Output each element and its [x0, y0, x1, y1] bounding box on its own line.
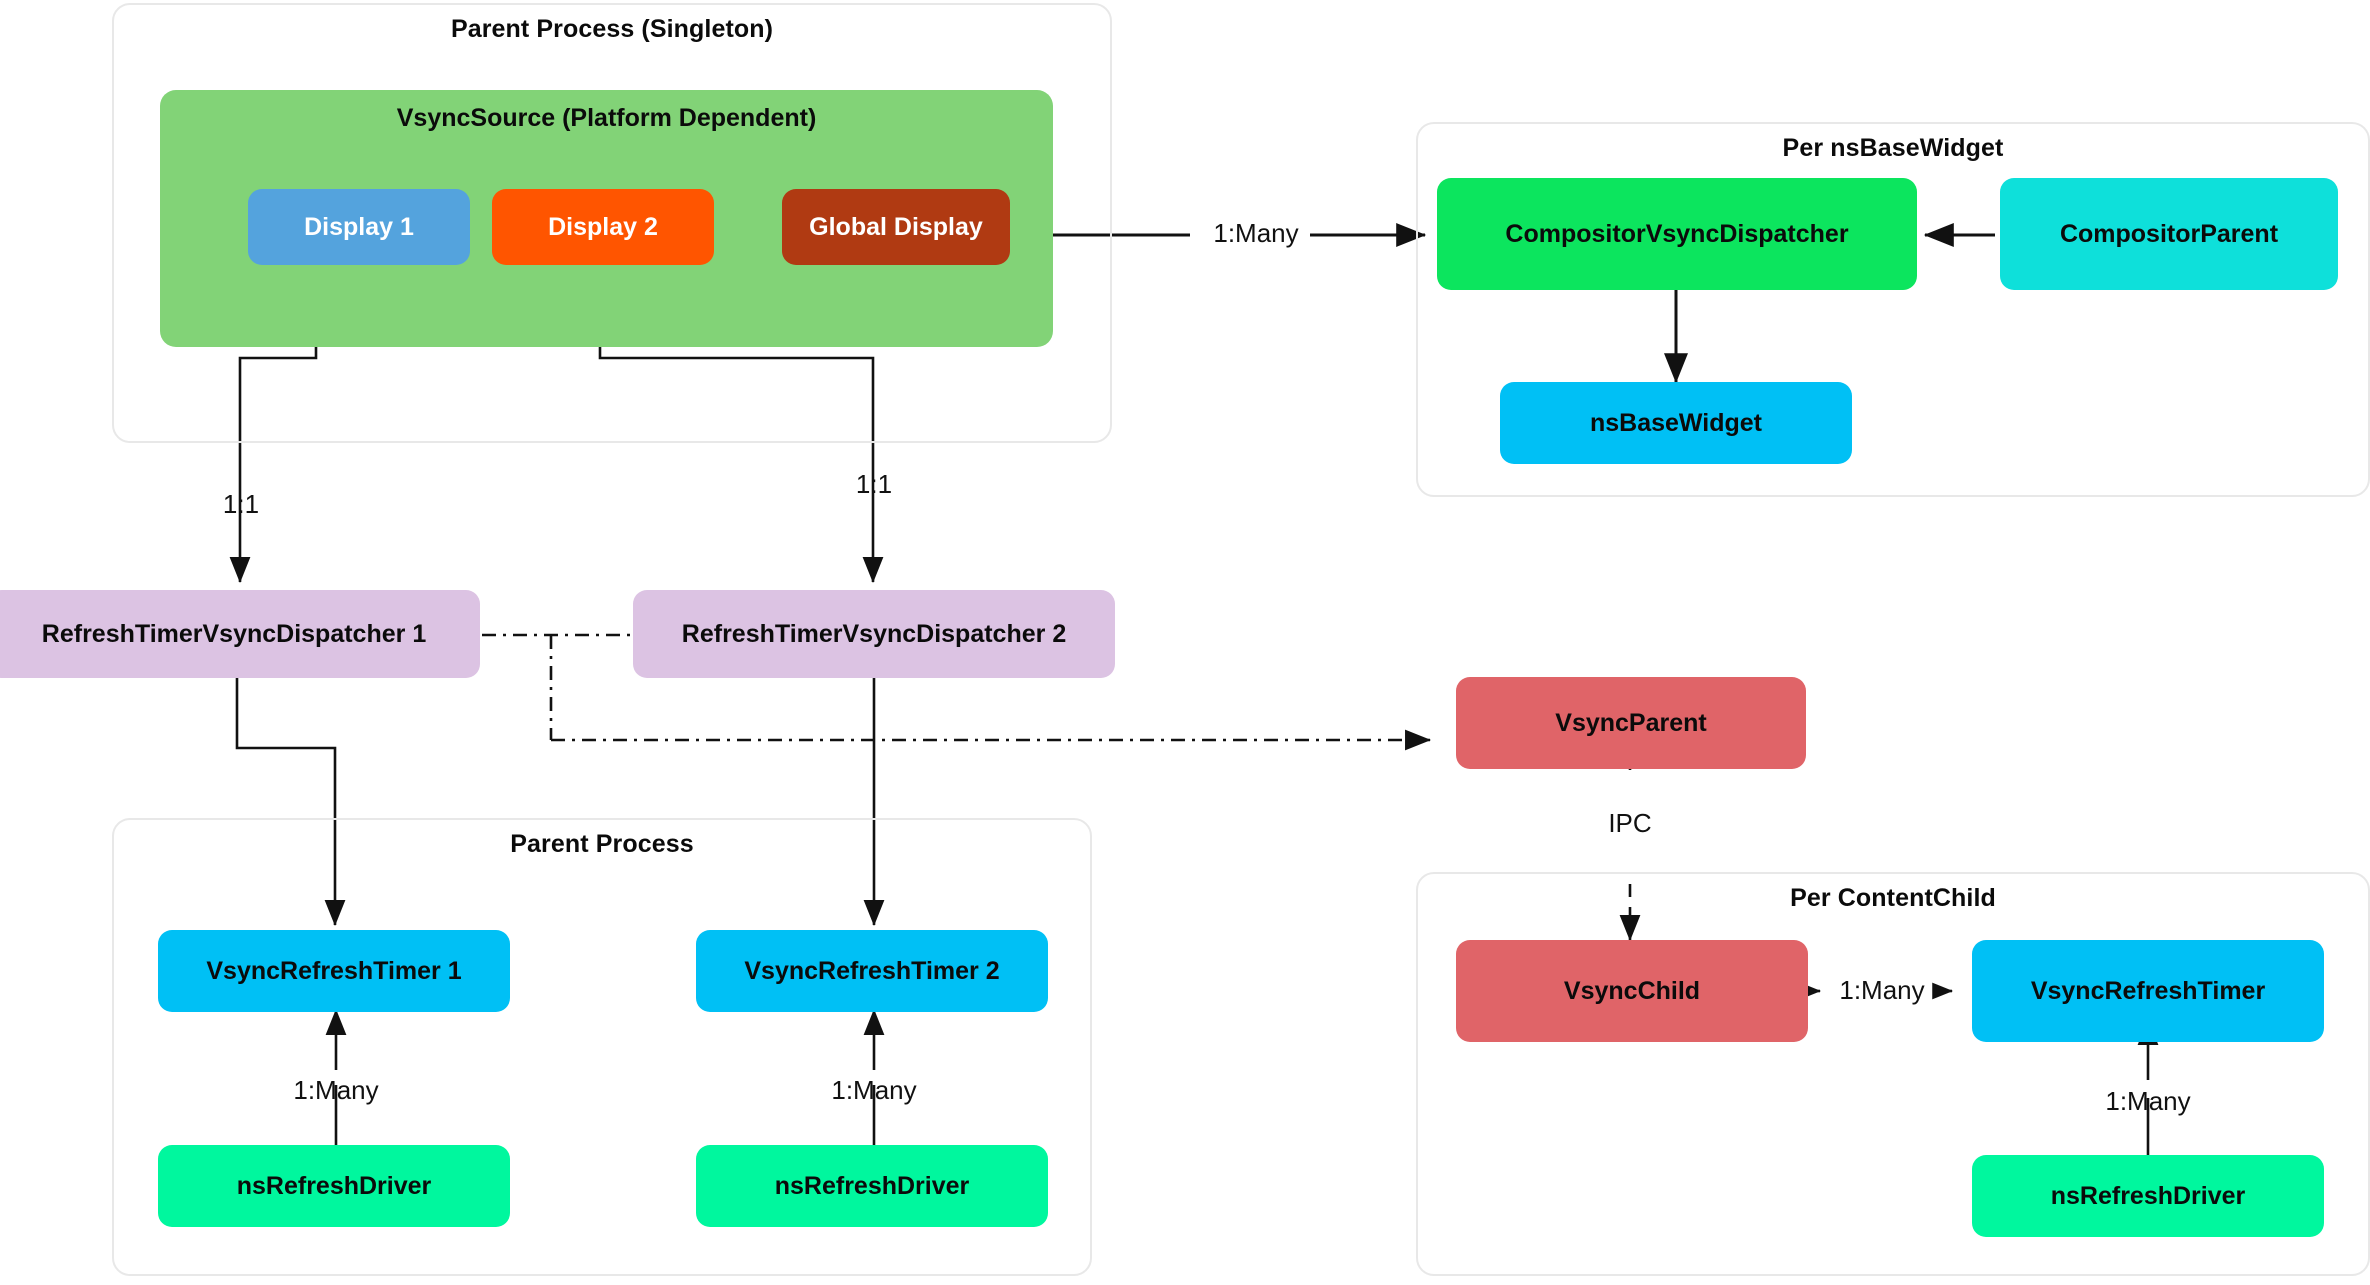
node-refresh-timer-vsync-dispatcher-2[interactable]: RefreshTimerVsyncDispatcher 2 [633, 590, 1115, 678]
edge-label-nsrefreshdriver1-to-vrt1: 1:Many [293, 1075, 379, 1105]
node-global-display[interactable]: Global Display [782, 189, 1010, 265]
panel-parent-process: Parent Process [112, 818, 1092, 1276]
node-ns-refresh-driver-3[interactable]: nsRefreshDriver [1972, 1155, 2324, 1237]
edge-label-vsyncchild-to-vrt: 1:Many [1839, 975, 1925, 1005]
node-label-display-2: Display 2 [548, 212, 658, 241]
node-label-ns-refresh-driver-2: nsRefreshDriver [774, 1171, 970, 1200]
node-ns-refresh-driver-2[interactable]: nsRefreshDriver [696, 1145, 1048, 1227]
node-vsync-refresh-timer-2[interactable]: VsyncRefreshTimer 2 [696, 930, 1048, 1012]
node-refresh-timer-vsync-dispatcher-1[interactable]: RefreshTimerVsyncDispatcher 1 [0, 590, 480, 678]
node-label-compositor-parent: CompositorParent [2059, 219, 2279, 248]
edge-label-nsrefreshdriver2-to-vrt2: 1:Many [831, 1075, 917, 1105]
node-ns-refresh-driver-1[interactable]: nsRefreshDriver [158, 1145, 510, 1227]
edge-label-display2-to-rtvd2: 1:1 [855, 469, 893, 499]
node-label-vsync-refresh-timer-child: VsyncRefreshTimer [2030, 976, 2266, 1005]
node-compositor-vsync-dispatcher[interactable]: CompositorVsyncDispatcher [1437, 178, 1917, 290]
node-label-display-1: Display 1 [304, 212, 414, 241]
node-label-vsync-parent: VsyncParent [1555, 708, 1707, 737]
panel-per-nsbasewidget: Per nsBaseWidget [1416, 122, 2370, 497]
node-compositor-parent[interactable]: CompositorParent [2000, 178, 2338, 290]
edge-label-display1-to-rtvd1: 1:1 [222, 489, 260, 519]
edge-label-nsrefreshdriver3-to-vrt: 1:Many [2105, 1086, 2191, 1116]
node-display-1[interactable]: Display 1 [248, 189, 470, 265]
node-label-global-display: Global Display [809, 212, 983, 241]
node-label-vsync-refresh-timer-2: VsyncRefreshTimer 2 [744, 956, 1000, 985]
node-label-nsbasewidget: nsBaseWidget [1589, 408, 1763, 437]
panel-per-contentchild: Per ContentChild [1416, 872, 2370, 1276]
node-label-refresh-timer-vsync-dispatcher-1: RefreshTimerVsyncDispatcher 1 [41, 619, 427, 648]
edge-label-global-display-to-cvd: 1:Many [1213, 218, 1299, 248]
node-label-refresh-timer-vsync-dispatcher-2: RefreshTimerVsyncDispatcher 2 [681, 619, 1067, 648]
panel-title-per-nsbasewidget: Per nsBaseWidget [1782, 134, 2004, 162]
node-label-compositor-vsync-dispatcher: CompositorVsyncDispatcher [1505, 219, 1849, 248]
node-label-ns-refresh-driver-3: nsRefreshDriver [2050, 1181, 2246, 1210]
container-label-vsyncsource: VsyncSource (Platform Dependent) [396, 104, 817, 132]
node-label-ns-refresh-driver-1: nsRefreshDriver [236, 1171, 432, 1200]
node-vsync-refresh-timer-1[interactable]: VsyncRefreshTimer 1 [158, 930, 510, 1012]
node-vsync-parent[interactable]: VsyncParent [1456, 677, 1806, 769]
panel-title-parent-process-singleton: Parent Process (Singleton) [450, 15, 774, 43]
panel-title-per-contentchild: Per ContentChild [1790, 884, 1996, 912]
node-display-2[interactable]: Display 2 [492, 189, 714, 265]
edge-label-ipc: IPC [1608, 808, 1652, 838]
node-vsync-child[interactable]: VsyncChild [1456, 940, 1808, 1042]
node-label-vsync-refresh-timer-1: VsyncRefreshTimer 1 [206, 956, 462, 985]
panel-title-parent-process: Parent Process [510, 830, 694, 858]
panel-parent-process-singleton: Parent Process (Singleton) [112, 3, 1112, 443]
node-nsbasewidget[interactable]: nsBaseWidget [1500, 382, 1852, 464]
node-vsync-refresh-timer-child[interactable]: VsyncRefreshTimer [1972, 940, 2324, 1042]
node-label-vsync-child: VsyncChild [1563, 976, 1701, 1005]
